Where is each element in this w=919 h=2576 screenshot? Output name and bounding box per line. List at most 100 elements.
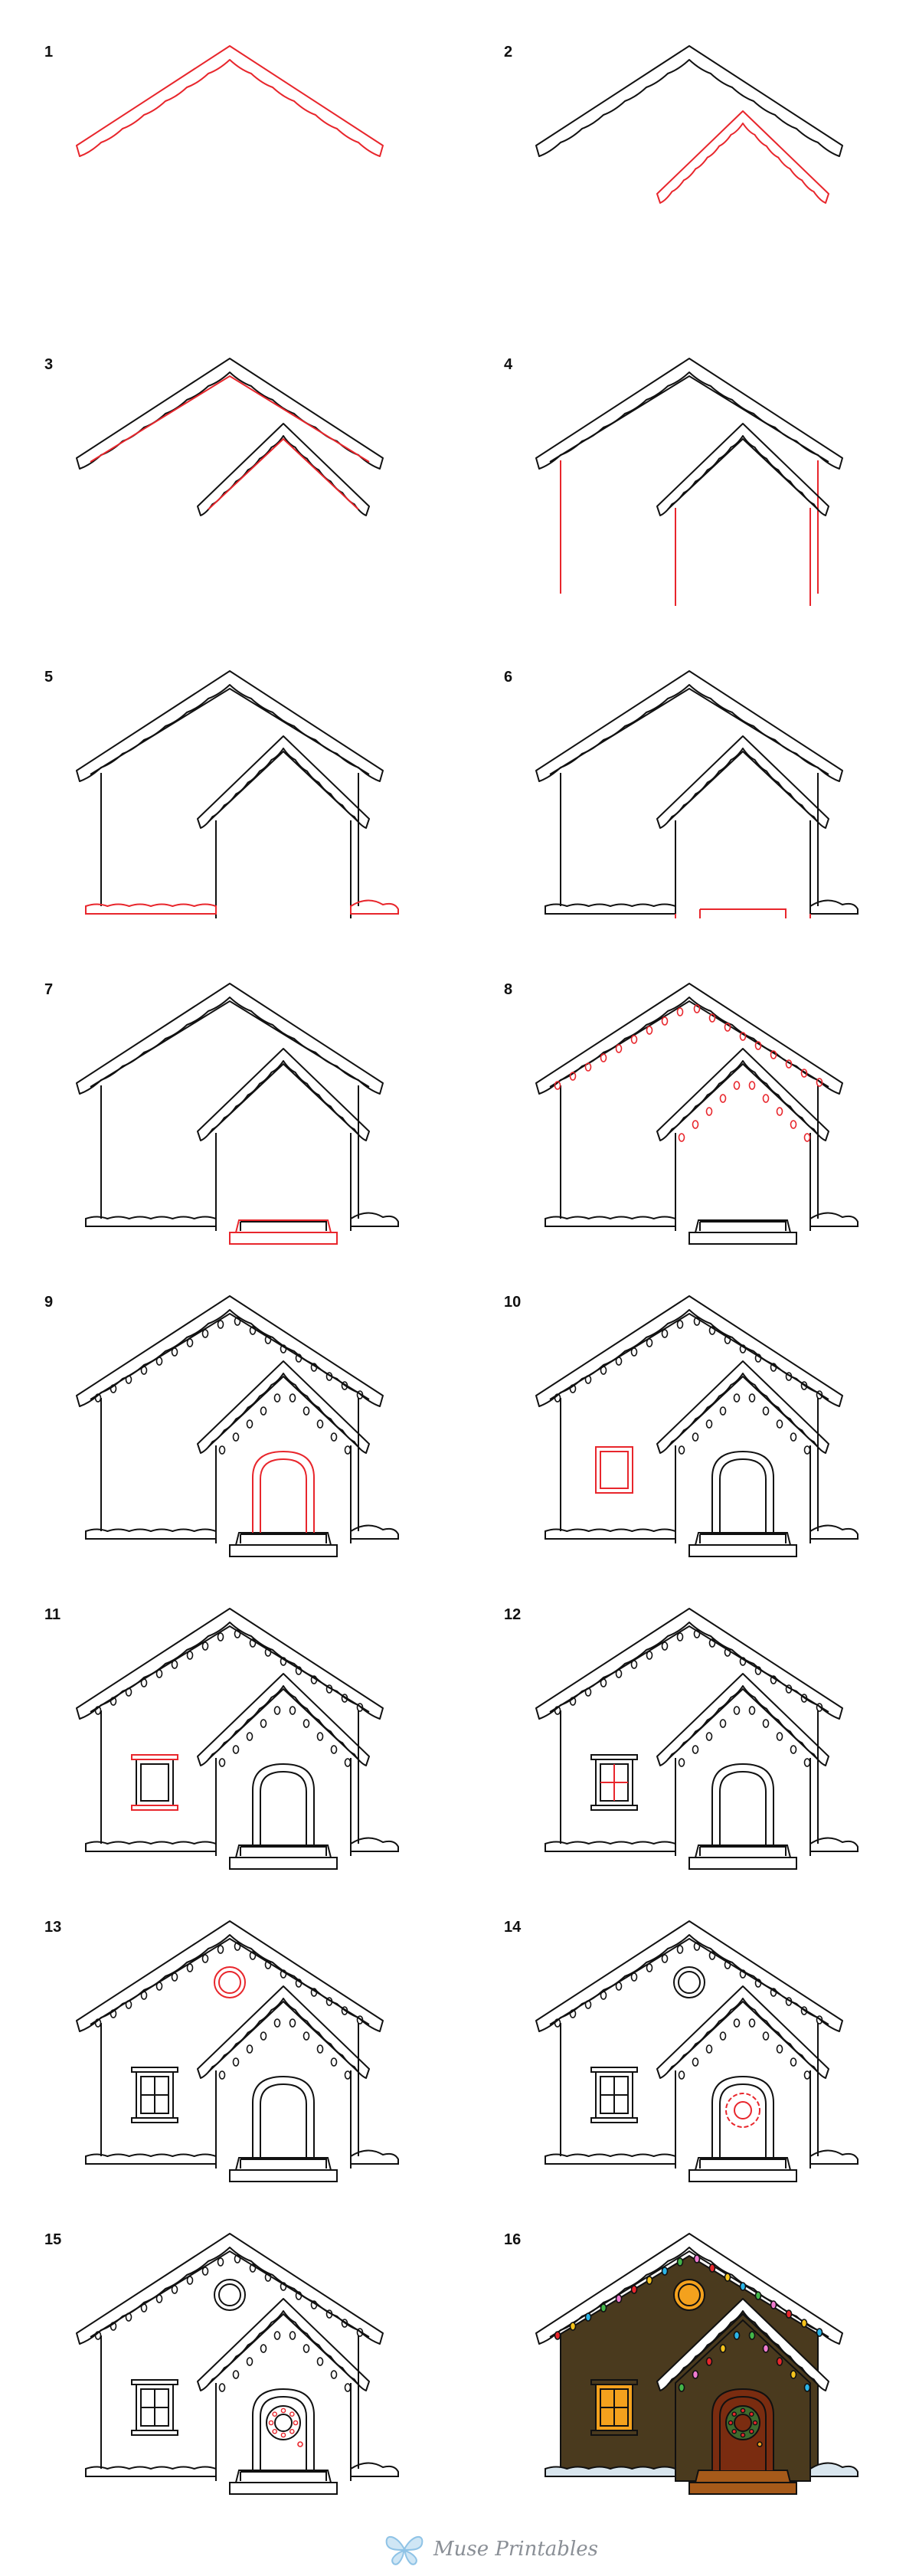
light-bulb bbox=[790, 1432, 797, 1442]
door bbox=[252, 1450, 315, 1533]
light-bulb bbox=[356, 2328, 364, 2337]
light-bulb bbox=[615, 1982, 623, 1991]
light-bulb bbox=[217, 2257, 224, 2267]
main-roof bbox=[76, 983, 384, 1095]
light-bulb bbox=[646, 1026, 653, 1035]
light-bulb bbox=[171, 2285, 178, 2294]
light-bulb bbox=[762, 2031, 770, 2041]
window-top-trim bbox=[131, 2067, 178, 2073]
window-top-trim bbox=[131, 2379, 178, 2385]
light-bulb bbox=[693, 2254, 701, 2263]
main-roof-underside bbox=[549, 1000, 829, 1088]
gable-roof bbox=[197, 1360, 370, 1454]
gable-roof bbox=[197, 735, 370, 829]
wreath-berry bbox=[748, 2411, 754, 2417]
step-drawing bbox=[535, 45, 843, 204]
light-bulb bbox=[776, 2044, 783, 2054]
window-top-trim bbox=[131, 1754, 178, 1760]
door-inner bbox=[260, 1458, 307, 1533]
step-panel: 11 bbox=[0, 1566, 460, 1884]
main-roof bbox=[76, 1920, 384, 2032]
light-bulb bbox=[234, 1629, 241, 1638]
light-bulb bbox=[310, 1675, 318, 1684]
light-bulb bbox=[584, 2313, 592, 2322]
light-bulb bbox=[661, 2267, 669, 2276]
light-bulb bbox=[316, 1732, 324, 1741]
light-bulb bbox=[125, 1375, 132, 1384]
light-bulb bbox=[678, 2070, 685, 2080]
gable-roof bbox=[656, 1985, 829, 2079]
step-drawing bbox=[76, 45, 384, 157]
door-knob bbox=[297, 2441, 303, 2447]
wreath-berry bbox=[268, 2420, 274, 2426]
light-bulb bbox=[748, 1081, 756, 1090]
gable-base bbox=[675, 1221, 811, 1231]
gable-base bbox=[215, 1221, 352, 1231]
light-bulb bbox=[708, 1951, 716, 1960]
light-bulb bbox=[693, 1317, 701, 1326]
light-bulb bbox=[661, 1329, 669, 1338]
light-bulb bbox=[646, 1338, 653, 1347]
gable-roof-underside bbox=[208, 2313, 359, 2385]
light-bulb bbox=[94, 1706, 102, 1715]
step-drawing bbox=[535, 358, 843, 606]
light-bulb bbox=[803, 1445, 811, 1455]
light-bulb bbox=[289, 1706, 296, 1715]
light-bulb bbox=[234, 1317, 241, 1326]
step-panel: 2 bbox=[460, 4, 919, 322]
light-bulb bbox=[217, 1632, 224, 1642]
light-bulb bbox=[554, 1706, 561, 1715]
window-cross bbox=[600, 1764, 628, 1801]
light-bulb bbox=[155, 1357, 163, 1366]
wreath-berry bbox=[731, 2428, 737, 2434]
ground-snow-left bbox=[545, 1841, 676, 1852]
light-bulb bbox=[344, 2383, 352, 2392]
light-bulb bbox=[785, 1997, 793, 2006]
light-bulb bbox=[615, 1669, 623, 1678]
light-bulb bbox=[693, 1004, 701, 1013]
light-bulb bbox=[280, 1969, 287, 1979]
main-roof-underside bbox=[90, 1937, 370, 2025]
light-bulb bbox=[330, 1745, 338, 1754]
ground-snow-left bbox=[85, 2466, 217, 2477]
footer: Muse Printables bbox=[0, 2532, 919, 2576]
light-bulb bbox=[330, 1432, 338, 1442]
front-steps bbox=[229, 1844, 338, 1870]
light-bulb bbox=[754, 1041, 762, 1050]
light-bulb bbox=[344, 1758, 352, 1767]
window-top-trim bbox=[590, 1754, 638, 1760]
step-panel: 13 bbox=[0, 1879, 460, 2197]
ground-snow-left bbox=[545, 2466, 676, 2477]
light-bulb bbox=[630, 1347, 638, 1357]
gable-base bbox=[675, 2471, 811, 2481]
gable-base bbox=[675, 1846, 811, 1856]
light-bulb bbox=[569, 1384, 577, 1393]
light-bulb bbox=[341, 1694, 348, 1703]
door bbox=[252, 1763, 315, 1845]
ground-snow-left bbox=[85, 1841, 217, 1852]
light-bulb bbox=[705, 1107, 713, 1116]
light-bulb bbox=[554, 2331, 561, 2340]
main-roof-underside bbox=[549, 1312, 829, 1400]
light-bulb bbox=[171, 1660, 178, 1669]
light-bulb bbox=[316, 2357, 324, 2366]
main-roof bbox=[535, 983, 843, 1095]
main-roof bbox=[535, 1608, 843, 1720]
gable-roof-underside bbox=[667, 1375, 819, 1448]
main-roof-underside bbox=[549, 2250, 829, 2338]
main-roof bbox=[76, 2233, 384, 2345]
light-bulb bbox=[171, 1972, 178, 1982]
main-roof-underside bbox=[90, 375, 370, 463]
window-inner bbox=[600, 1451, 629, 1489]
light-bulb bbox=[310, 1363, 318, 1372]
light-bulb bbox=[708, 1326, 716, 1335]
light-bulb bbox=[584, 2000, 592, 2009]
light-bulb bbox=[310, 1988, 318, 1997]
step-drawing bbox=[76, 1295, 399, 1557]
light-bulb bbox=[330, 2057, 338, 2067]
light-bulb bbox=[201, 2267, 209, 2276]
light-bulb bbox=[733, 2018, 741, 2028]
wreath-berry bbox=[293, 2420, 299, 2426]
gable-roof-underside bbox=[667, 437, 819, 510]
ground-snow-right bbox=[350, 1524, 399, 1540]
